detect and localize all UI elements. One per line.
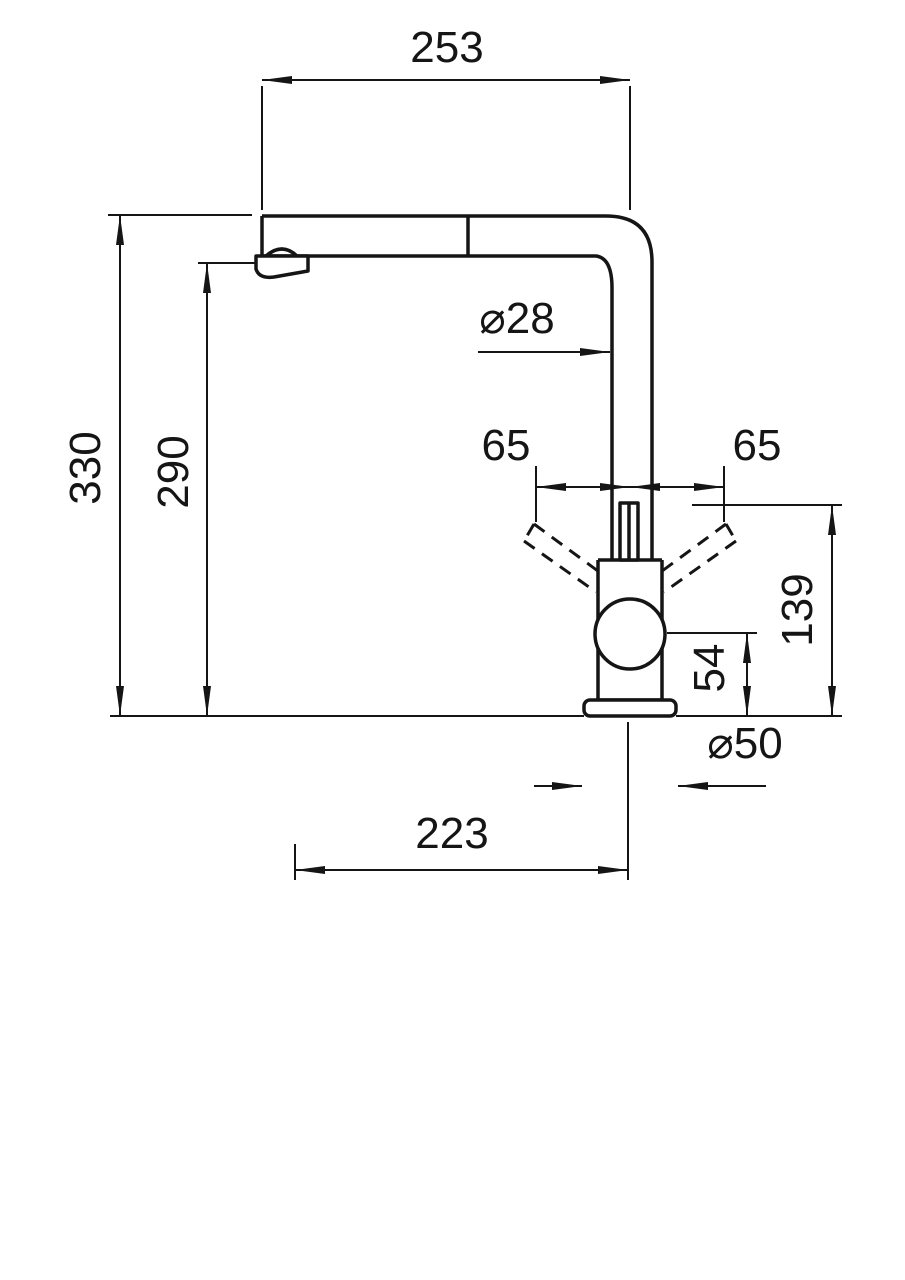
dim-label-54: 54 bbox=[685, 644, 734, 693]
swing-right-upper bbox=[657, 522, 727, 576]
faucet-outline bbox=[254, 214, 678, 718]
body-sphere bbox=[593, 597, 667, 671]
spout-inner-contour bbox=[262, 254, 614, 560]
dim-label-330: 330 bbox=[61, 431, 110, 504]
dim-label-d28: ⌀28 bbox=[479, 294, 554, 343]
dim-label-65-right: 65 bbox=[733, 421, 782, 470]
dim-label-253: 253 bbox=[410, 23, 483, 72]
dim-label-290: 290 bbox=[149, 435, 198, 508]
base-flange bbox=[582, 698, 678, 718]
swing-right-lower bbox=[663, 539, 737, 594]
spout-outer-contour bbox=[262, 214, 654, 560]
swing-left-lower bbox=[523, 539, 597, 594]
dim-label-223: 223 bbox=[415, 809, 488, 858]
dim-label-d50: ⌀50 bbox=[707, 719, 782, 768]
swing-right-tip bbox=[724, 523, 738, 542]
dim-label-139: 139 bbox=[773, 573, 822, 646]
swing-left-upper bbox=[533, 522, 603, 576]
spray-head-dome bbox=[264, 247, 299, 258]
dimension-lines bbox=[108, 76, 842, 880]
spray-head bbox=[254, 254, 310, 280]
handle-swing-dashed bbox=[522, 522, 738, 594]
swing-left-tip bbox=[522, 523, 536, 542]
dim-label-65-left: 65 bbox=[482, 421, 531, 470]
